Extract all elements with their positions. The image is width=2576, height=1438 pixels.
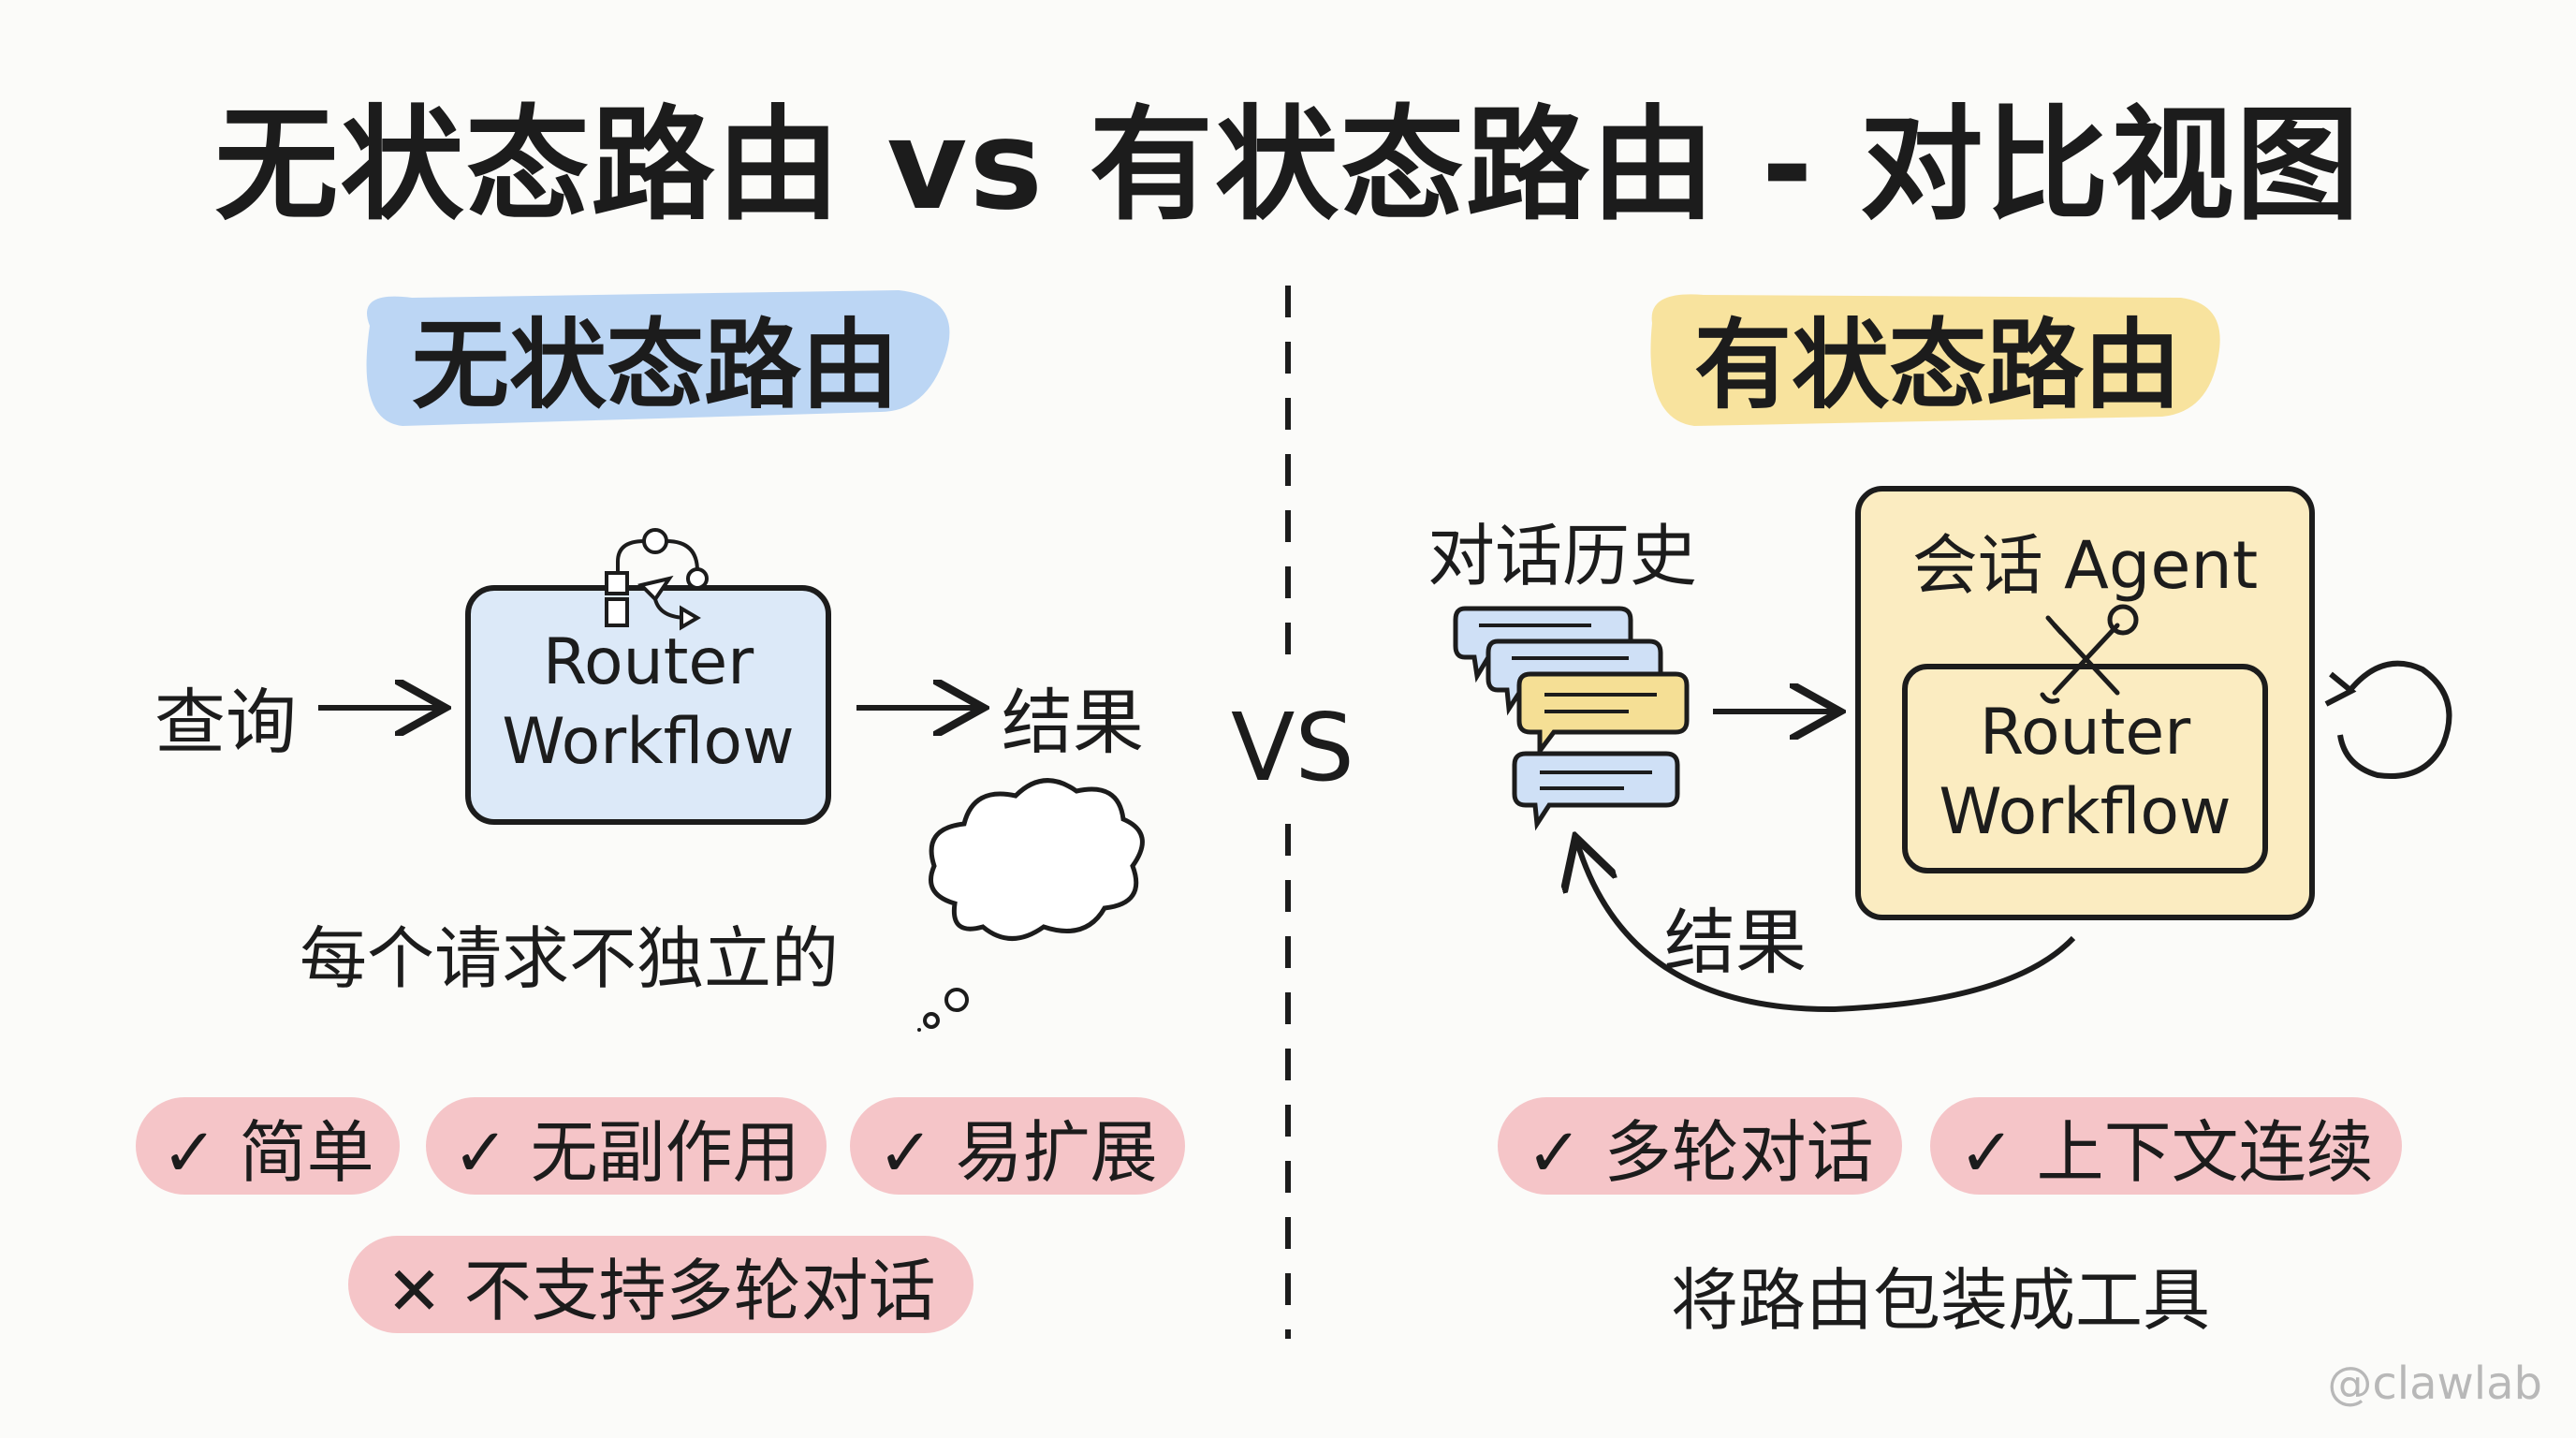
- thought-bubble-1: [944, 988, 969, 1012]
- pill-no-multiturn: ✕ 不支持多轮对话: [348, 1236, 973, 1333]
- pill-scalable: ✓ 易扩展: [850, 1097, 1185, 1195]
- vs-label: VS: [1231, 693, 1354, 802]
- right-result-label: 结果: [1664, 901, 1807, 984]
- right-heading-highlight: [1650, 294, 2220, 426]
- left-note: 每个请求不独立的: [300, 919, 840, 998]
- workflow-icon: [605, 528, 709, 631]
- chat-history-icon: [1453, 606, 1690, 831]
- thought-cloud-icon: [929, 778, 1145, 941]
- pill-no-side-effects: ✓ 无副作用: [426, 1097, 827, 1195]
- pill-simple: ✓ 简单: [136, 1097, 400, 1195]
- left-heading-highlight: [366, 290, 950, 426]
- thought-bubble-3: [917, 1028, 921, 1032]
- left-result-label: 结果: [1002, 681, 1144, 764]
- agent-router-line2: Workflow: [1939, 775, 2232, 849]
- right-heading: 有状态路由: [1693, 307, 2181, 422]
- agent-box: [1855, 486, 2315, 920]
- left-router-line2: Workflow: [502, 705, 795, 779]
- left-router-box-text: Router Workflow: [468, 623, 828, 782]
- result-return-arrow: [1577, 843, 2076, 1013]
- loop-arrow-icon: [2337, 660, 2452, 779]
- pill-context: ✓ 上下文连续: [1930, 1097, 2402, 1195]
- tools-icon: [2040, 604, 2139, 704]
- page-title: 无状态路由 vs 有状态路由 - 对比视图: [214, 94, 2362, 238]
- agent-router-line1: Router: [1979, 696, 2191, 770]
- left-router-line1: Router: [542, 625, 754, 699]
- query-label: 查询: [154, 681, 297, 764]
- history-label: 对话历史: [1427, 517, 1698, 595]
- pill-multiturn: ✓ 多轮对话: [1498, 1097, 1902, 1195]
- agent-title: 会话 Agent: [1911, 527, 2259, 604]
- agent-inner-router-box: [1902, 664, 2268, 873]
- left-heading: 无状态路由: [411, 307, 899, 422]
- thought-bubble-2: [923, 1012, 940, 1029]
- agent-router-text: Router Workflow: [1905, 693, 2265, 852]
- right-note: 将路由包装成工具: [1671, 1261, 2211, 1340]
- watermark: @clawlab: [2327, 1357, 2542, 1410]
